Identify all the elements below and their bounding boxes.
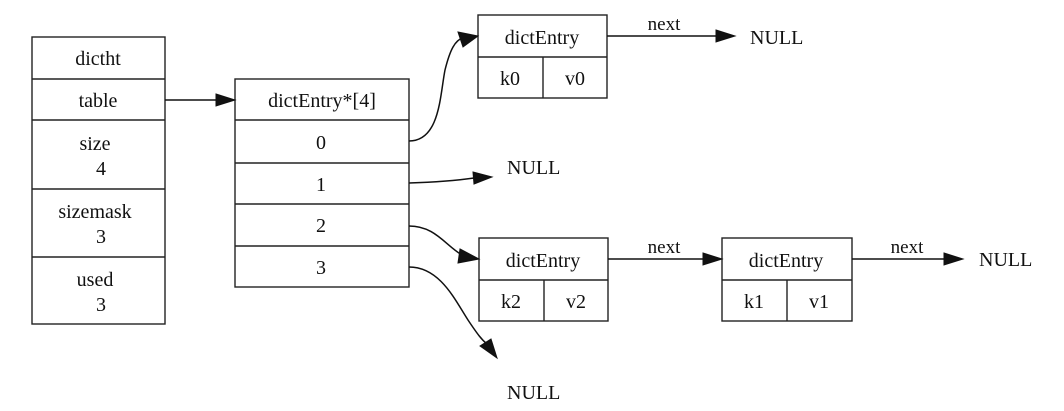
edge-slot2-to-entry — [408, 225, 463, 256]
entry-title: dictEntry — [749, 250, 823, 272]
table-title: dictEntry*[4] — [268, 90, 376, 112]
null-label: NULL — [507, 382, 560, 404]
dict-entry-k2: dictEntry k2 v2 — [478, 237, 609, 322]
edge-slot3-null — [408, 266, 488, 345]
field-used-name: used — [77, 269, 114, 291]
field-table-name: table — [79, 90, 118, 112]
null-label: NULL — [507, 157, 560, 179]
arrowhead — [457, 31, 480, 48]
arrowhead — [479, 338, 498, 360]
slot-1: 1 — [316, 174, 326, 196]
arrowhead — [457, 248, 481, 264]
slot-0: 0 — [316, 132, 326, 154]
dictht-box — [31, 36, 166, 325]
edges: next NULL NULL NULL next next NULL — [165, 14, 1032, 404]
null-label: NULL — [750, 27, 803, 49]
field-size-value: 4 — [96, 158, 106, 180]
arrowhead — [215, 93, 237, 107]
next-label: next — [648, 14, 681, 35]
field-size-name: size — [79, 133, 110, 155]
entry-key: k2 — [501, 291, 521, 313]
edge-slot0-to-entry — [408, 37, 464, 142]
table-array-node: dictEntry*[4] 0 1 2 3 — [234, 78, 410, 288]
field-used-value: 3 — [96, 294, 106, 316]
next-label: next — [891, 237, 924, 258]
entry-key: k0 — [500, 68, 520, 90]
arrowhead — [943, 252, 965, 266]
dictht-node: dictht table size 4 sizemask 3 used 3 — [31, 36, 166, 325]
null-label: NULL — [979, 249, 1032, 271]
entry-title: dictEntry — [506, 250, 580, 272]
slot-3: 3 — [316, 257, 326, 279]
entry-value: v2 — [566, 291, 586, 313]
entry-key: k1 — [744, 291, 764, 313]
edge-slot1-null — [408, 177, 475, 184]
slot-2: 2 — [316, 215, 326, 237]
dictht-title: dictht — [75, 48, 121, 70]
field-sizemask-name: sizemask — [58, 201, 131, 223]
arrowhead — [472, 171, 494, 185]
entry-value: v1 — [809, 291, 829, 313]
dict-entry-k1: dictEntry k1 v1 — [721, 237, 853, 322]
entry-value: v0 — [565, 68, 585, 90]
arrowhead — [702, 252, 724, 266]
next-label: next — [648, 237, 681, 258]
arrowhead — [715, 29, 737, 43]
table-array-box — [234, 78, 410, 288]
entry-title: dictEntry — [505, 27, 579, 49]
dict-entry-k0: dictEntry k0 v0 — [477, 14, 608, 99]
field-sizemask-value: 3 — [96, 226, 106, 248]
